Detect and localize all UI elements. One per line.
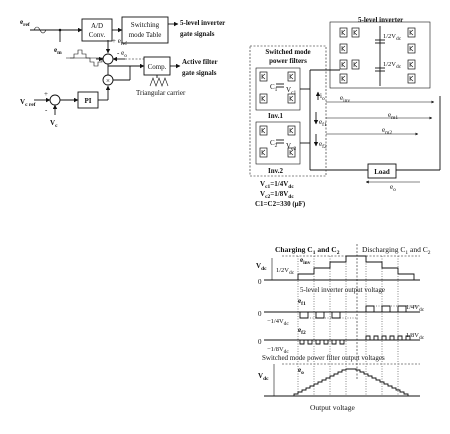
inverter-switch xyxy=(351,59,360,70)
em-label: em xyxy=(54,46,62,56)
cap-top-label: 1/2Vdc xyxy=(383,33,402,42)
eo-wave-label: eo xyxy=(298,366,304,376)
wave4-caption: Output voltage xyxy=(310,403,355,412)
wave23-caption: Switched mode power filter output voltag… xyxy=(262,354,385,362)
c2-label: C2 xyxy=(270,139,278,149)
filter-dashed-frame xyxy=(249,45,327,177)
adc-label-2: Conv. xyxy=(89,31,106,39)
inverter-gate-label: 5-level inverter xyxy=(180,19,225,27)
cap-bottom-label: 1/2Vdc xyxy=(383,61,402,70)
table-label-2: mode Table xyxy=(129,31,162,39)
inverter-switch xyxy=(339,27,348,38)
minus-sign: - xyxy=(45,106,48,114)
ef2-label: ef2 xyxy=(319,140,327,150)
discharging-label: Discharging C1 and C2 xyxy=(362,245,431,256)
em1-label: em1 xyxy=(388,111,398,121)
inverter-switch xyxy=(407,59,416,70)
inverter-switch xyxy=(339,73,348,84)
inv2-switch xyxy=(287,125,296,136)
triangular-carrier-icon xyxy=(149,77,169,87)
pos-eighth-label: 1/8Vdc xyxy=(406,332,425,341)
neg-quarter-label: −1/4Vdc xyxy=(267,318,289,327)
einv-wave-label: einv xyxy=(300,256,311,266)
minus-eo-label: - eo xyxy=(117,49,127,59)
load-block xyxy=(367,163,397,179)
vc2-label: Vc2 xyxy=(286,142,297,152)
table-label: Switching xyxy=(131,21,160,29)
summing-junction xyxy=(102,53,114,65)
mult-symbol: × xyxy=(106,77,110,85)
charging-label: Charging C1 and C2 xyxy=(275,245,340,256)
vcref-label: Vc ref xyxy=(20,98,36,108)
sine-icon xyxy=(33,26,47,34)
em2-label: em2 xyxy=(382,126,392,136)
vc1-label: Vc1 xyxy=(286,86,297,96)
load-label: Load xyxy=(374,168,390,176)
eref-label: eref xyxy=(20,18,30,28)
inv2-switch xyxy=(259,125,268,136)
ef2-wave-label: ef2 xyxy=(298,326,306,336)
smpf-label: Switched mode xyxy=(265,48,310,56)
waveform-panel: Charging C1 and C2 Discharging C1 and C2… xyxy=(256,244,431,412)
inverter-gate-label-2: gate signals xyxy=(180,30,215,38)
inverter-switch xyxy=(407,73,416,84)
ef1-wave-label: ef1 xyxy=(298,297,306,307)
vc-label: Vc xyxy=(50,119,58,129)
pos-quarter-label: 1/4Vdc xyxy=(406,304,425,313)
vdc2-label: Vdc xyxy=(258,372,269,382)
inv1-switch xyxy=(287,71,296,82)
einv-label: einv xyxy=(340,94,350,104)
inv2-switch xyxy=(259,147,268,158)
vdc-label: Vdc xyxy=(256,262,267,272)
inverter-frame xyxy=(329,21,431,89)
inv1-switch xyxy=(259,93,268,104)
spec-vc2: Vc2=1/8Vdc xyxy=(260,190,294,200)
ef2-wave xyxy=(299,335,411,345)
zero-label-3: 0 xyxy=(258,338,262,346)
inv1-label: Inv.1 xyxy=(268,112,283,120)
filter-gate-label: Active filter xyxy=(182,58,218,66)
spec-capacitance: C1=C2=330 (μF) xyxy=(255,200,306,208)
spec-vc1: Vc1=1/4Vdc xyxy=(260,180,294,190)
inverter-switch xyxy=(339,59,348,70)
neg-eighth-label: −1/8Vdc xyxy=(267,346,289,355)
half-vdc-label: 1/2Vdc xyxy=(276,267,295,276)
zero-label-2: 0 xyxy=(258,310,262,318)
inverter-switch xyxy=(407,27,416,38)
adc-label: A/D xyxy=(91,22,103,30)
pi-label: PI xyxy=(85,97,92,105)
plus-eref-label: + eref xyxy=(112,37,127,47)
inv1-switch xyxy=(259,71,268,82)
smpf-label-2: power filters xyxy=(269,57,307,65)
output-wave xyxy=(290,368,409,397)
wave1-caption: 5-level inverter output voltage xyxy=(300,286,385,294)
inv2-label: Inv.2 xyxy=(268,167,283,175)
control-block-diagram: eref A/D Conv. Switching mode Table 5-le… xyxy=(20,16,225,129)
switching-table-block xyxy=(121,16,169,44)
comp-label: Comp. xyxy=(148,63,167,71)
zero-label: 0 xyxy=(258,278,262,286)
inverter-switch xyxy=(339,43,348,54)
eo-label: eo xyxy=(390,183,396,193)
inverter-switch xyxy=(351,27,360,38)
power-circuit-diagram: 5-level inverter 1/2Vdc 1/2Vdc Switched … xyxy=(249,16,441,208)
inverter-title: 5-level inverter xyxy=(358,16,403,24)
c1-label: C1 xyxy=(270,83,278,93)
plus-sign: + xyxy=(44,90,48,98)
pi-summing-junction xyxy=(49,94,61,106)
inverter-switch xyxy=(407,43,416,54)
carrier-label: Triangular carrier xyxy=(136,89,186,97)
filter-gate-label-2: gate signals xyxy=(182,69,217,77)
io-label: io xyxy=(320,92,325,102)
ef1-label: ef1 xyxy=(319,118,327,128)
